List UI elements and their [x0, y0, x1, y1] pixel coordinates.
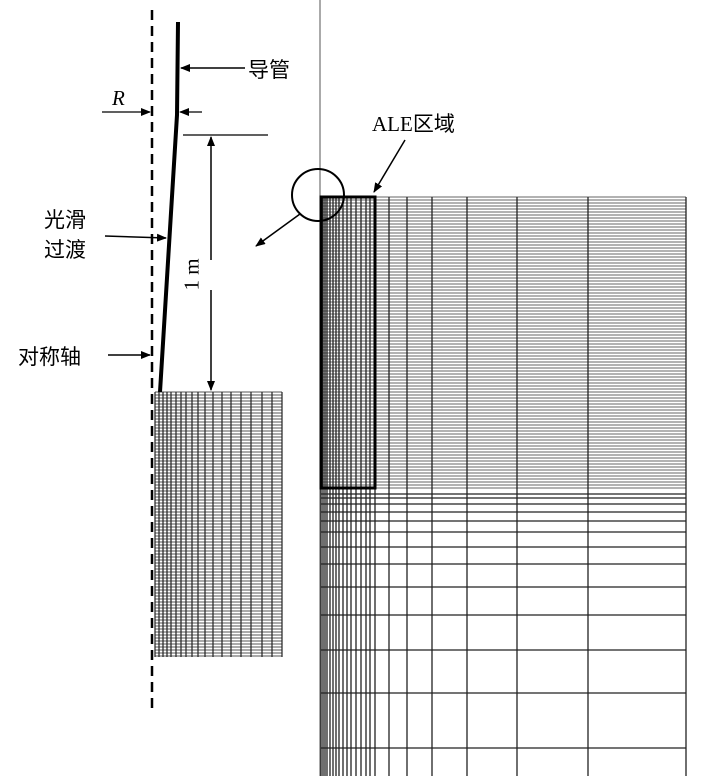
smooth-label-1: 光滑: [44, 208, 86, 232]
pipe: [158, 21, 180, 393]
left-mesh: [154, 391, 283, 657]
pipe-label: 导管: [248, 58, 290, 82]
ale-label: ALE区域: [372, 112, 455, 136]
smooth-arrow: [104, 233, 167, 242]
length-label: 1 m: [179, 258, 204, 291]
smooth-label-2: 过渡: [44, 238, 86, 262]
detail-circle: [291, 168, 345, 222]
ale-region-box: [319, 195, 377, 490]
detail-arrow: [255, 213, 301, 247]
ale-arrow: [373, 139, 406, 193]
radius-label: R: [112, 86, 125, 110]
axis-label: 对称轴: [18, 345, 81, 369]
